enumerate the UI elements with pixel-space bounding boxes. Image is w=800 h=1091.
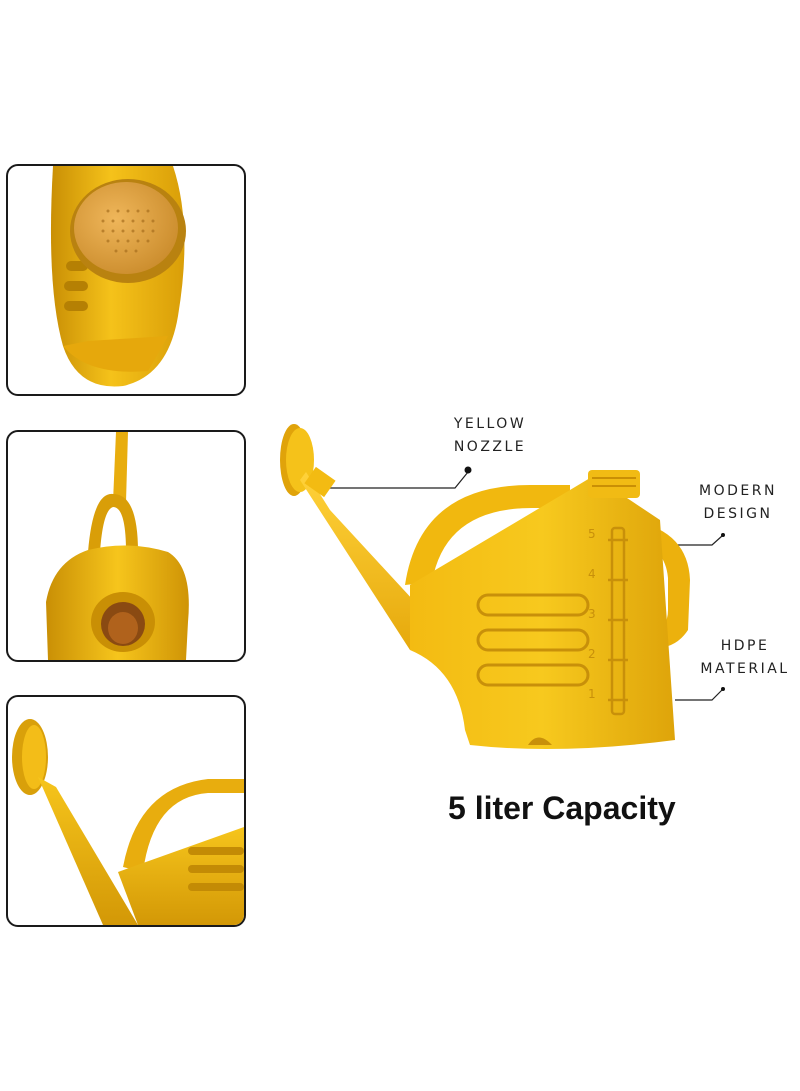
material-leader-line (675, 689, 723, 701)
callout-material-line-1: HDPE (720, 638, 770, 654)
callout-design-line-1: MODERN (699, 483, 777, 499)
thumbnail-top-view[interactable] (6, 430, 246, 662)
callout-material-line-2: MATERIAL (700, 661, 790, 677)
callout-yellow-nozzle: YELLOW NOZZLE (440, 413, 540, 459)
gauge-mark-1: 1 (588, 687, 596, 701)
callout-nozzle-line-2: NOZZLE (453, 439, 527, 455)
side-handle (630, 520, 690, 649)
rose-view-illustration (50, 166, 186, 387)
callout-hdpe-material: HDPE MATERIAL (690, 635, 800, 681)
capacity-heading: 5 liter Capacity (448, 790, 676, 826)
gauge-mark-4: 4 (588, 567, 596, 581)
design-leader-dot (721, 533, 725, 537)
callout-nozzle-line-1: YELLOW (453, 416, 527, 432)
gauge-mark-3: 3 (588, 607, 596, 621)
top-handle (405, 485, 570, 585)
cap-neck (588, 470, 640, 498)
callout-design-line-2: DESIGN (703, 506, 773, 522)
nozzle-leader-dot (464, 466, 472, 474)
thumbnail-side-view[interactable] (6, 695, 246, 927)
design-leader-line (672, 535, 723, 546)
gauge-mark-5: 5 (588, 527, 596, 541)
top-view-illustration (46, 432, 189, 660)
gauge-mark-2: 2 (588, 647, 596, 661)
callout-modern-design: MODERN DESIGN (676, 480, 800, 526)
nozzle-leader-line (322, 471, 469, 489)
material-leader-dot (721, 687, 725, 691)
watering-can-illustration: 5 4 3 2 1 (280, 424, 690, 749)
side-view-illustration (12, 719, 244, 925)
thumbnail-rose-view[interactable] (6, 164, 246, 396)
